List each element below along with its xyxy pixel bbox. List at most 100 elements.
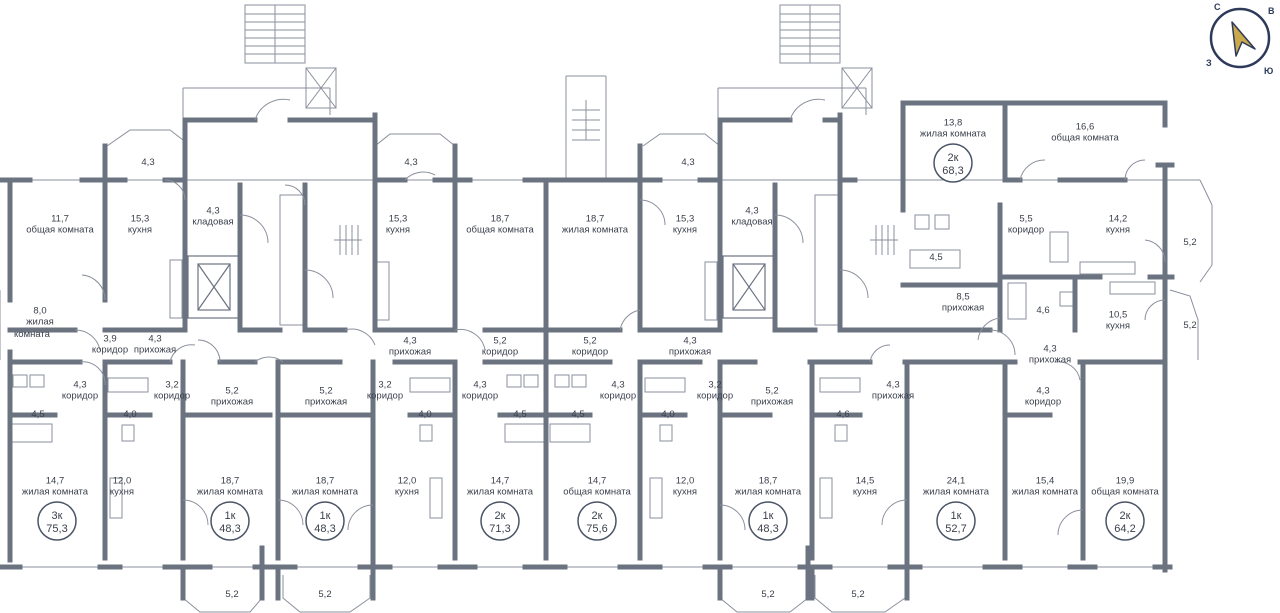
apartment-rooms: 2к (1120, 510, 1131, 522)
room-name: прихожая (389, 347, 431, 358)
room-label: 4,3 (404, 157, 417, 168)
apartment-rooms: 3к (52, 510, 63, 522)
room-area: 18,7 (316, 476, 335, 487)
apartment-area: 64,2 (1114, 523, 1135, 535)
room-name: общая комната (1051, 133, 1119, 144)
room-area: 4,3 (148, 334, 161, 345)
room-area: 12,0 (398, 476, 417, 487)
room-name: кладовая (192, 217, 233, 228)
room-area: 4,3 (473, 380, 486, 391)
room-name: жилая комната (1012, 487, 1079, 498)
room-area: 4,3 (611, 380, 624, 391)
room-area: 3,2 (708, 380, 721, 391)
room-name: жилая комната (292, 487, 359, 498)
room-area: 3,2 (165, 380, 178, 391)
room-name: общая комната (26, 225, 94, 236)
room-area: 14,2 (1109, 214, 1128, 225)
room-name: прихожая (942, 303, 984, 314)
badge-circle (210, 501, 250, 541)
room-label: 4,3 (681, 157, 694, 168)
room-label: 4,6 (1036, 305, 1049, 316)
badge-circle (748, 501, 788, 541)
stairs-top-left (244, 4, 337, 109)
room-area: 12,0 (676, 476, 695, 487)
room-name: коридор (92, 345, 128, 356)
room-name: кладовая (731, 217, 772, 228)
room-area: 15,3 (131, 214, 150, 225)
room-area: 5,2 (1183, 320, 1196, 331)
room-area: 4,3 (683, 336, 696, 347)
room-name: прихожая (669, 347, 711, 358)
room-name: прихожая (751, 397, 793, 408)
room-area: 4,3 (1036, 386, 1049, 397)
room-area: 16,6 (1076, 122, 1095, 133)
room-name: коридор (600, 391, 636, 402)
room-name: кухня (110, 487, 134, 498)
room-name: жилая комната (920, 129, 987, 140)
room-area: 5,2 (765, 386, 778, 397)
room-area: 12,0 (113, 476, 132, 487)
room-label: 5,2 (318, 589, 331, 600)
room-label: 5,2 (1183, 320, 1196, 331)
room-name: коридор (1008, 225, 1044, 236)
room-area: 4,5 (929, 252, 942, 263)
room-area: 15,3 (676, 214, 695, 225)
compass-east: В (1268, 6, 1275, 16)
room-area: 5,2 (319, 386, 332, 397)
compass-south: Ю (1264, 66, 1273, 76)
badge-circle (577, 501, 617, 541)
stairs-top-right (779, 4, 873, 109)
room-name: общая комната (466, 225, 534, 236)
room-name: комната (14, 329, 51, 340)
badge-circle (933, 143, 973, 183)
room-area: 5,5 (1019, 214, 1032, 225)
room-area: 15,4 (1036, 476, 1055, 487)
room-area: 3,9 (103, 334, 116, 345)
room-area: 10,5 (1109, 310, 1128, 321)
room-area: 4,3 (404, 157, 417, 168)
room-area: 14,7 (491, 476, 510, 487)
room-area: 4,0 (661, 409, 674, 420)
room-area: 5,2 (583, 336, 596, 347)
apartment-badges: 2к68,33к75,31к48,31к48,32к71,32к75,61к48… (37, 143, 1145, 541)
room-area: 8,5 (956, 292, 969, 303)
room-area: 15,3 (389, 214, 408, 225)
room-label: 4,5 (31, 409, 44, 420)
room-area: 5,2 (318, 589, 331, 600)
room-area: 5,2 (225, 386, 238, 397)
room-name: жилая комната (22, 487, 89, 498)
room-name: кухня (1106, 321, 1130, 332)
room-name: прихожая (305, 397, 347, 408)
room-name: кухня (673, 487, 697, 498)
room-area: 5,2 (761, 589, 774, 600)
room-area: 18,7 (759, 476, 778, 487)
fixtures (11, 214, 1156, 519)
